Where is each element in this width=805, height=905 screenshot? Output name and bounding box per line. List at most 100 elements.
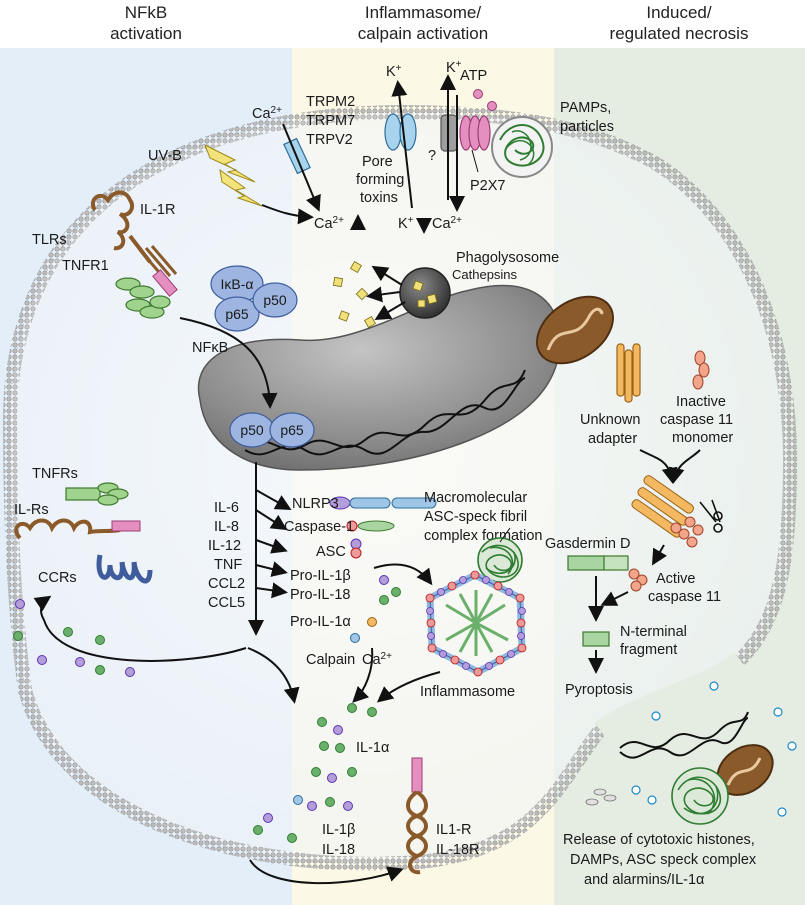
p2x7-label: P2X7: [470, 178, 505, 194]
extracellular-cytokines-bottom: [253, 813, 297, 843]
nlrp3-label: NLRP3: [292, 496, 339, 512]
arrow-uvb: [261, 204, 314, 225]
fibril-leader: [499, 527, 511, 543]
arrow-to-release: [247, 647, 300, 704]
gasdermin-label: Gasdermin D: [545, 536, 630, 552]
mitochondrion: [536, 295, 614, 365]
ccrs-label: CCRs: [38, 570, 77, 586]
arrow-to-inflammasome: [373, 563, 433, 586]
arrow-to-pro-il1b: [255, 561, 288, 577]
arrow-casp11-merge: [668, 449, 701, 484]
inactive-casp11-label-3: monomer: [672, 430, 733, 446]
cytokine-ccl2: CCL2: [208, 576, 245, 592]
pro-il1b-dots: [379, 575, 389, 585]
cytokine-il8: IL-8: [214, 519, 239, 535]
unknown-adapter-label-2: adapter: [588, 431, 637, 447]
k-out1-label: K+: [386, 63, 402, 81]
tnfr1-label: TNFR1: [62, 258, 109, 274]
ikb-label: IκB-α: [221, 276, 254, 292]
il18-label: IL-18: [322, 842, 355, 858]
ca-in-label: Ca2+: [252, 105, 282, 123]
inactive-caspase11: [692, 350, 710, 390]
pamps-particle: [491, 116, 553, 178]
il-rs-transmembrane: [111, 520, 141, 532]
header-inflammasome-2: calpain activation: [358, 24, 488, 43]
arrow-calpain: [352, 647, 374, 703]
p65-nuclear-label: p65: [280, 422, 304, 438]
trpv2-label: TRPV2: [306, 132, 353, 148]
ca-cyto-left-label: Ca2+: [314, 215, 344, 233]
arrow-casp11-to-gasdermin: [600, 591, 629, 606]
released-dna: [619, 711, 749, 759]
atp-dot-2: [487, 101, 497, 111]
header-nfkb: NFkB: [125, 3, 168, 22]
cytokine-il6: IL-6: [214, 500, 239, 516]
scissors-icon: [699, 499, 723, 533]
macromolecular-label-2: ASC-speck fibril: [424, 509, 527, 525]
asc: [350, 538, 362, 559]
pamps-label-1: PAMPs,: [560, 100, 611, 116]
arrow-to-pro-il18: [255, 582, 288, 599]
cytokine-il12: IL-12: [208, 538, 241, 554]
arrow-bottom-to-receptor: [249, 859, 404, 885]
tnfrs-receptor: [65, 482, 129, 506]
arrow-cathepsin-2: [366, 286, 401, 303]
tlrs-label: TLRs: [32, 232, 67, 248]
caspase1-label: Caspase-1: [284, 519, 354, 535]
n-terminal-label-2: fragment: [620, 642, 677, 658]
release-label-2: DAMPs, ASC speck complex: [570, 852, 757, 868]
arrow-nfkb-to-nucleus: [179, 317, 278, 409]
tlr-transmembrane: [152, 269, 178, 297]
cathepsin-particles: [332, 260, 377, 329]
il-rs-receptor: [14, 518, 121, 540]
n-terminal-fragment: [582, 631, 610, 647]
n-terminal-label-1: N-terminal: [620, 624, 687, 640]
question-label: ?: [428, 148, 436, 164]
p50-top-label: p50: [263, 292, 287, 308]
membrane-rupture: [594, 652, 746, 738]
header-necrosis: Induced/: [646, 3, 711, 22]
unknown-adapter-label-1: Unknown: [580, 412, 640, 428]
inflammasome-wheel: [425, 570, 527, 677]
release-label-1: Release of cytotoxic histones,: [563, 832, 755, 848]
tnfrs-label: TNFRs: [32, 466, 78, 482]
arrow-k-out1: [391, 80, 413, 209]
released-cytokines: [293, 703, 377, 811]
il-rs-label: IL-Rs: [14, 502, 49, 518]
il1a-label: IL-1α: [356, 740, 389, 756]
uvb-lightning-icon: [204, 143, 263, 207]
tnfr1-receptor: [115, 277, 171, 319]
ikb-nfkb-complex: IκB-α p65 p50: [210, 265, 298, 332]
il18r-label: IL-18R: [436, 842, 480, 858]
asc-speck-fibril: [477, 537, 523, 583]
pamps-label-2: particles: [560, 119, 614, 135]
k-down-label: K+: [398, 215, 414, 233]
arrow-to-asc: [255, 538, 288, 554]
pore-toxins-label-3: toxins: [360, 190, 398, 206]
nfkb-nuclear-complex: p50 p65: [229, 412, 315, 448]
macromolecular-label-1: Macromolecular: [424, 490, 527, 506]
p65-top-label: p65: [225, 306, 249, 322]
unknown-adapter: [616, 343, 641, 403]
activated-complex: [631, 475, 704, 548]
pro-il1a-dots: [350, 617, 377, 643]
atp-label: ATP: [460, 68, 487, 84]
il1r-bottom-receptor: [406, 790, 428, 875]
pro-il1a-label: Pro-IL-1α: [290, 614, 351, 630]
pore-toxins-label-1: Pore: [362, 154, 393, 170]
pro-il1b-label: Pro-IL-1β: [290, 568, 351, 584]
phagolysosome-label: Phagolysosome: [456, 250, 559, 266]
arrow-to-caspase1: [255, 509, 288, 531]
arrow-ca-in: [282, 123, 321, 212]
caspase1: [346, 520, 395, 532]
pyroptosis-label: Pyroptosis: [565, 682, 633, 698]
active-caspase11: [628, 568, 648, 592]
header-inflammasome: Inflammasome/: [365, 3, 481, 22]
cathepsins-label: Cathepsins: [452, 267, 518, 282]
nfkb-label: NFκB: [192, 340, 228, 356]
header-nfkb-2: activation: [110, 24, 182, 43]
arrow-cathepsin-3: [374, 301, 406, 321]
arrow-secretion-left: [33, 595, 247, 662]
phagolysosome: [399, 267, 451, 319]
il1r-top-label: IL-1R: [140, 202, 175, 218]
